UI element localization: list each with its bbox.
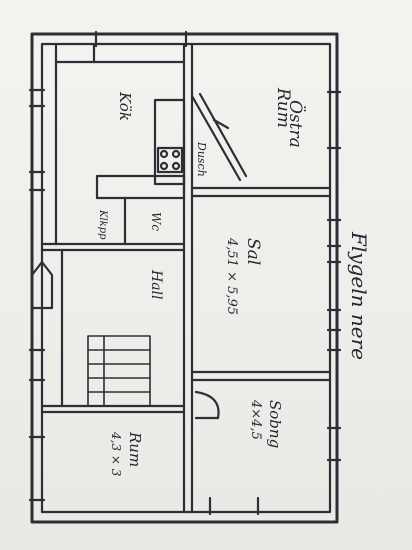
staircase bbox=[87, 335, 151, 407]
shower-wall bbox=[190, 92, 248, 182]
entrance bbox=[30, 260, 54, 310]
room-label-klapp: Klkpp bbox=[97, 209, 108, 240]
room-label-rum-top: Rum bbox=[273, 87, 293, 128]
room-label-rum-bottom: Rum bbox=[126, 431, 144, 467]
room-label-wc: Wc bbox=[149, 212, 163, 231]
kitchen-counter bbox=[95, 98, 186, 246]
title-line2: Flygeln nere bbox=[347, 231, 371, 360]
room-label-sal: Sal bbox=[243, 238, 263, 265]
room-label-hall: Hall bbox=[148, 269, 164, 300]
room-dims-sal: 4,51 × 5,95 bbox=[224, 237, 239, 315]
room-label-dusch: Dusch bbox=[195, 141, 208, 177]
room-dims-sovrum: 4×4,5 bbox=[248, 399, 263, 440]
room-label-kok: Kök bbox=[116, 91, 134, 121]
room-label-sovrum: Sobng bbox=[266, 400, 284, 448]
room-dims-rum-bottom: 4,3 × 3 bbox=[109, 431, 123, 477]
door-swing bbox=[194, 390, 220, 420]
interior-walls bbox=[40, 42, 332, 414]
title-line1: Östra bbox=[285, 100, 306, 148]
windows bbox=[28, 30, 342, 516]
